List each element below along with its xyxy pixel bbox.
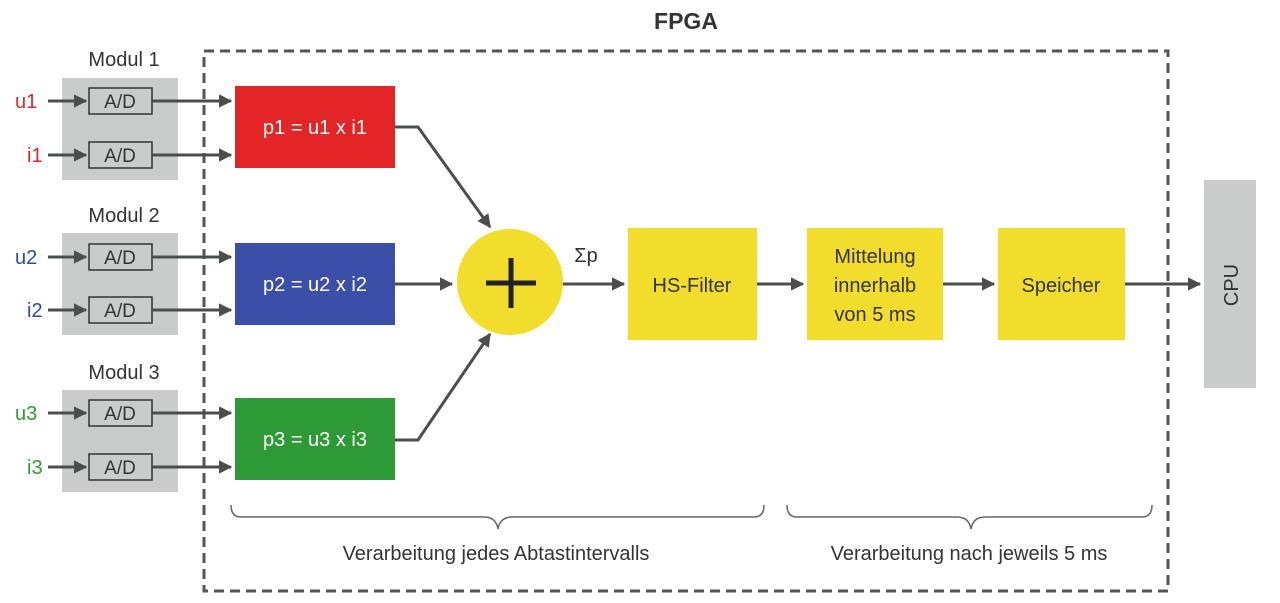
hs-filter-label: HS-Filter <box>653 275 732 297</box>
product-label-p3: p3 = u3 x i3 <box>263 429 367 451</box>
hs-filter-block <box>628 228 757 340</box>
adc-u3-label: A/D <box>104 404 136 425</box>
product-block-p1 <box>235 86 395 168</box>
adc-u2-label: A/D <box>104 248 136 269</box>
fpga-title: FPGA <box>654 8 718 34</box>
product-label-p1: p1 = u1 x i1 <box>263 117 367 139</box>
product-label-p2: p2 = u2 x i2 <box>263 274 367 296</box>
cpu-block <box>1204 180 1256 388</box>
signal-i1: i1 <box>27 145 43 167</box>
brace-5ms <box>786 504 1153 530</box>
product-block-p2 <box>235 243 395 325</box>
adc-i2-label: A/D <box>104 301 136 322</box>
module-3-title: Modul 3 <box>88 362 159 384</box>
signal-u3: u3 <box>15 403 37 425</box>
cpu-label: CPU <box>1221 264 1243 306</box>
adc-i3-label: A/D <box>104 458 136 479</box>
adc-i1-label: A/D <box>104 146 136 167</box>
product-block-p3 <box>235 398 395 480</box>
fpga-boundary <box>202 49 1170 593</box>
memory-label: Speicher <box>1022 275 1101 297</box>
averaging-block <box>807 228 943 340</box>
signal-i3: i3 <box>27 457 43 479</box>
averaging-label-line-3: von 5 ms <box>834 304 915 326</box>
signal-u1: u1 <box>15 91 37 113</box>
module-2-title: Modul 2 <box>88 205 159 227</box>
sum-output-label: Σp <box>574 245 598 267</box>
brace-5ms-label: Verarbeitung nach jeweils 5 ms <box>831 543 1108 565</box>
signal-i2: i2 <box>27 300 43 322</box>
adc-u1-label: A/D <box>104 92 136 113</box>
brace-sampling-interval-label: Verarbeitung jedes Abtastintervalls <box>343 543 650 565</box>
module-1-title: Modul 1 <box>88 49 159 71</box>
averaging-label-line-2: innerhalb <box>834 275 916 297</box>
arrow-p1-to-sum <box>395 125 492 229</box>
module-2-panel <box>62 233 178 335</box>
averaging-label-line-1: Mittelung <box>834 246 915 268</box>
brace-sampling-interval <box>230 504 765 530</box>
arrow-p3-to-sum <box>395 332 492 442</box>
memory-block <box>998 228 1125 340</box>
signal-u2: u2 <box>15 247 37 269</box>
